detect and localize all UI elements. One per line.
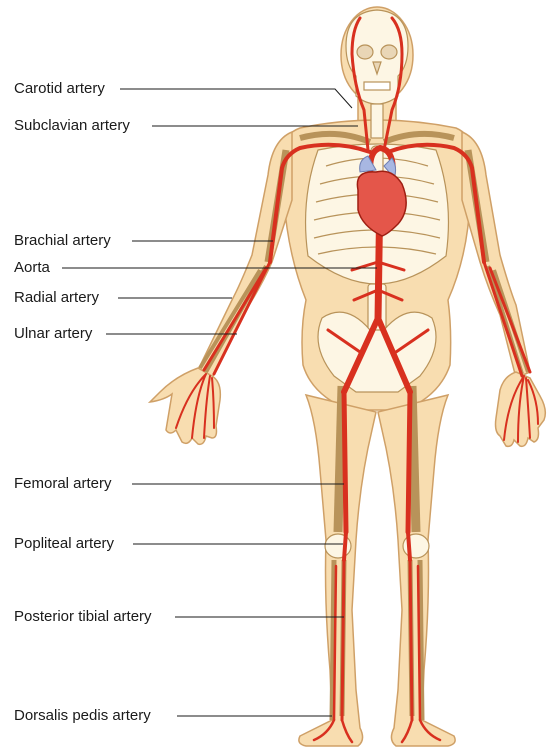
right-femoral-vessel [408,392,410,532]
label-brachial-artery: Brachial artery [14,232,111,250]
left-posterior-tibial-vessel [342,560,344,720]
teeth [364,82,390,90]
label-popliteal-artery: Popliteal artery [14,535,114,553]
right-posterior-tibial-vessel [410,560,412,720]
label-ulnar-artery: Ulnar artery [14,325,92,343]
label-carotid-artery: Carotid artery [14,80,105,98]
left-femoral-vessel [344,392,346,532]
label-aorta: Aorta [14,259,50,277]
cervical-spine [371,104,383,138]
left-ulnar-vessel [204,268,266,370]
leader-line-carotid [120,89,352,108]
label-radial-artery: Radial artery [14,289,99,307]
right-popliteal-vessel [408,532,410,560]
label-posterior-tibial-artery: Posterior tibial artery [14,608,152,626]
label-dorsalis-pedis-artery: Dorsalis pedis artery [14,707,151,725]
left-orbit [357,45,373,59]
label-femoral-artery: Femoral artery [14,475,112,493]
left-arm [198,132,292,378]
right-femur [412,386,416,532]
left-femur [338,386,342,532]
right-orbit [381,45,397,59]
left-popliteal-vessel [344,532,346,560]
label-subclavian-artery: Subclavian artery [14,117,130,135]
